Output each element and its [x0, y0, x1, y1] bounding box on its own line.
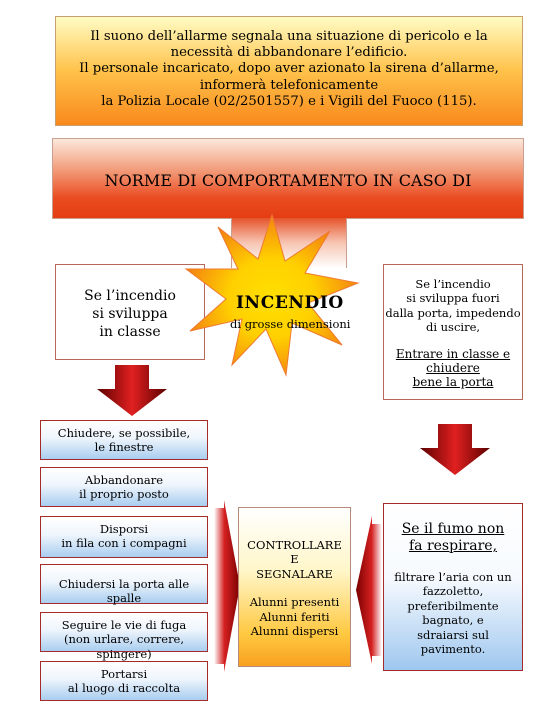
right-case-action: Entrare in classe e chiudere bene la por… — [384, 347, 522, 390]
right-arrow-icon — [214, 500, 240, 672]
right-case-action-line: Entrare in classe e — [395, 346, 511, 361]
right-case-box: Se l’incendio si sviluppa fuori dalla po… — [383, 264, 523, 400]
control-item: Alunni feriti — [259, 609, 330, 624]
control-heading-line: SEGNALARE — [256, 566, 333, 581]
left-arrow-icon — [356, 516, 382, 664]
step-box: Abbandonare il proprio posto — [40, 467, 208, 507]
alarm-notice-line: la Polizia Locale (02/2501557) e i Vigil… — [101, 93, 477, 109]
right-case-line: Se l’incendio — [415, 277, 491, 291]
left-case-line: Se l’incendio — [84, 288, 176, 304]
left-case-line: in classe — [99, 324, 161, 340]
smoke-heading-line: Se il fumo non — [401, 521, 505, 537]
control-heading-line: CONTROLLARE — [247, 538, 342, 552]
step-line: Seguire le vie di fuga — [61, 618, 187, 632]
control-items: Alunni presenti Alunni feriti Alunni dis… — [239, 595, 350, 638]
control-item: Alunni presenti — [249, 595, 340, 610]
right-case-line: dalla porta, impedendo — [385, 305, 521, 320]
step-box: Chiudere, se possibile, le finestre — [40, 420, 208, 460]
smoke-body-line: bagnato, e — [422, 613, 484, 628]
step-box: Portarsi al luogo di raccolta — [40, 661, 208, 701]
smoke-case-heading: Se il fumo non fa respirare, — [384, 521, 522, 555]
step-box: Seguire le vie di fuga (non urlare, corr… — [40, 612, 208, 661]
step-line: Chiudere, se possibile, — [57, 426, 191, 440]
smoke-case-box: Se il fumo non fa respirare, filtrare l’… — [383, 503, 523, 671]
smoke-body-line: fazzoletto, — [422, 584, 484, 599]
right-case-line: si sviluppa fuori — [406, 291, 500, 306]
alarm-notice-line: Il suono dell’allarme segnala una situaz… — [90, 29, 488, 44]
fire-burst-icon — [184, 213, 360, 377]
smoke-body-line: preferibilmente — [407, 598, 499, 613]
step-line: Abbandonare — [84, 473, 164, 487]
right-case-action-line: chiudere — [426, 361, 480, 376]
smoke-body-line: filtrare l’aria con un — [394, 570, 512, 584]
alarm-notice-line: informerà telefonicamente — [199, 77, 379, 93]
step-box: Chiudersi la porta alle spalle — [40, 564, 208, 606]
step-line: Chiudersi la porta alle spalle — [58, 577, 190, 606]
step-line: le finestre — [94, 440, 154, 455]
control-item: Alunni dispersi — [250, 624, 339, 639]
smoke-body-line: sdraiarsi sul — [417, 627, 489, 642]
burst-shape — [184, 213, 360, 377]
left-case-box: Se l’incendio si sviluppa in classe — [55, 264, 205, 360]
right-case-line: di uscire, — [425, 320, 481, 335]
control-heading-line: E — [290, 552, 299, 567]
alarm-notice-line: necessità di abbandonare l’edificio. — [170, 45, 408, 61]
burst-subtitle: di grosse dimensioni — [230, 317, 351, 331]
control-heading: CONTROLLARE E SEGNALARE — [239, 538, 350, 581]
header-title: NORME DI COMPORTAMENTO IN CASO DI — [104, 171, 472, 190]
header-box: NORME DI COMPORTAMENTO IN CASO DI — [52, 138, 524, 219]
right-case-action-line: bene la porta — [412, 375, 494, 390]
control-box: CONTROLLARE E SEGNALARE Alunni presenti … — [238, 507, 351, 667]
smoke-heading-line: fa respirare, — [408, 538, 498, 554]
step-line: il proprio posto — [79, 487, 169, 502]
step-line: in fila con i compagni — [61, 536, 187, 551]
down-arrow-icon — [97, 365, 167, 416]
step-line: al luogo di raccolta — [67, 681, 181, 696]
alarm-notice-box: Il suono dell’allarme segnala una situaz… — [55, 16, 523, 126]
step-line: Disporsi — [99, 522, 149, 536]
step-box: Disporsi in fila con i compagni — [40, 516, 208, 558]
smoke-body-line: pavimento. — [420, 642, 486, 657]
alarm-notice-line: Il personale incaricato, dopo aver azion… — [79, 61, 499, 77]
step-line: Portarsi — [100, 667, 148, 681]
left-case-line: si sviluppa — [92, 306, 168, 322]
burst-title: INCENDIO — [236, 293, 344, 313]
smoke-case-body: filtrare l’aria con un fazzoletto, prefe… — [384, 570, 522, 656]
step-line: (non urlare, correre, spingere) — [63, 632, 185, 661]
down-arrow-icon — [420, 424, 490, 475]
